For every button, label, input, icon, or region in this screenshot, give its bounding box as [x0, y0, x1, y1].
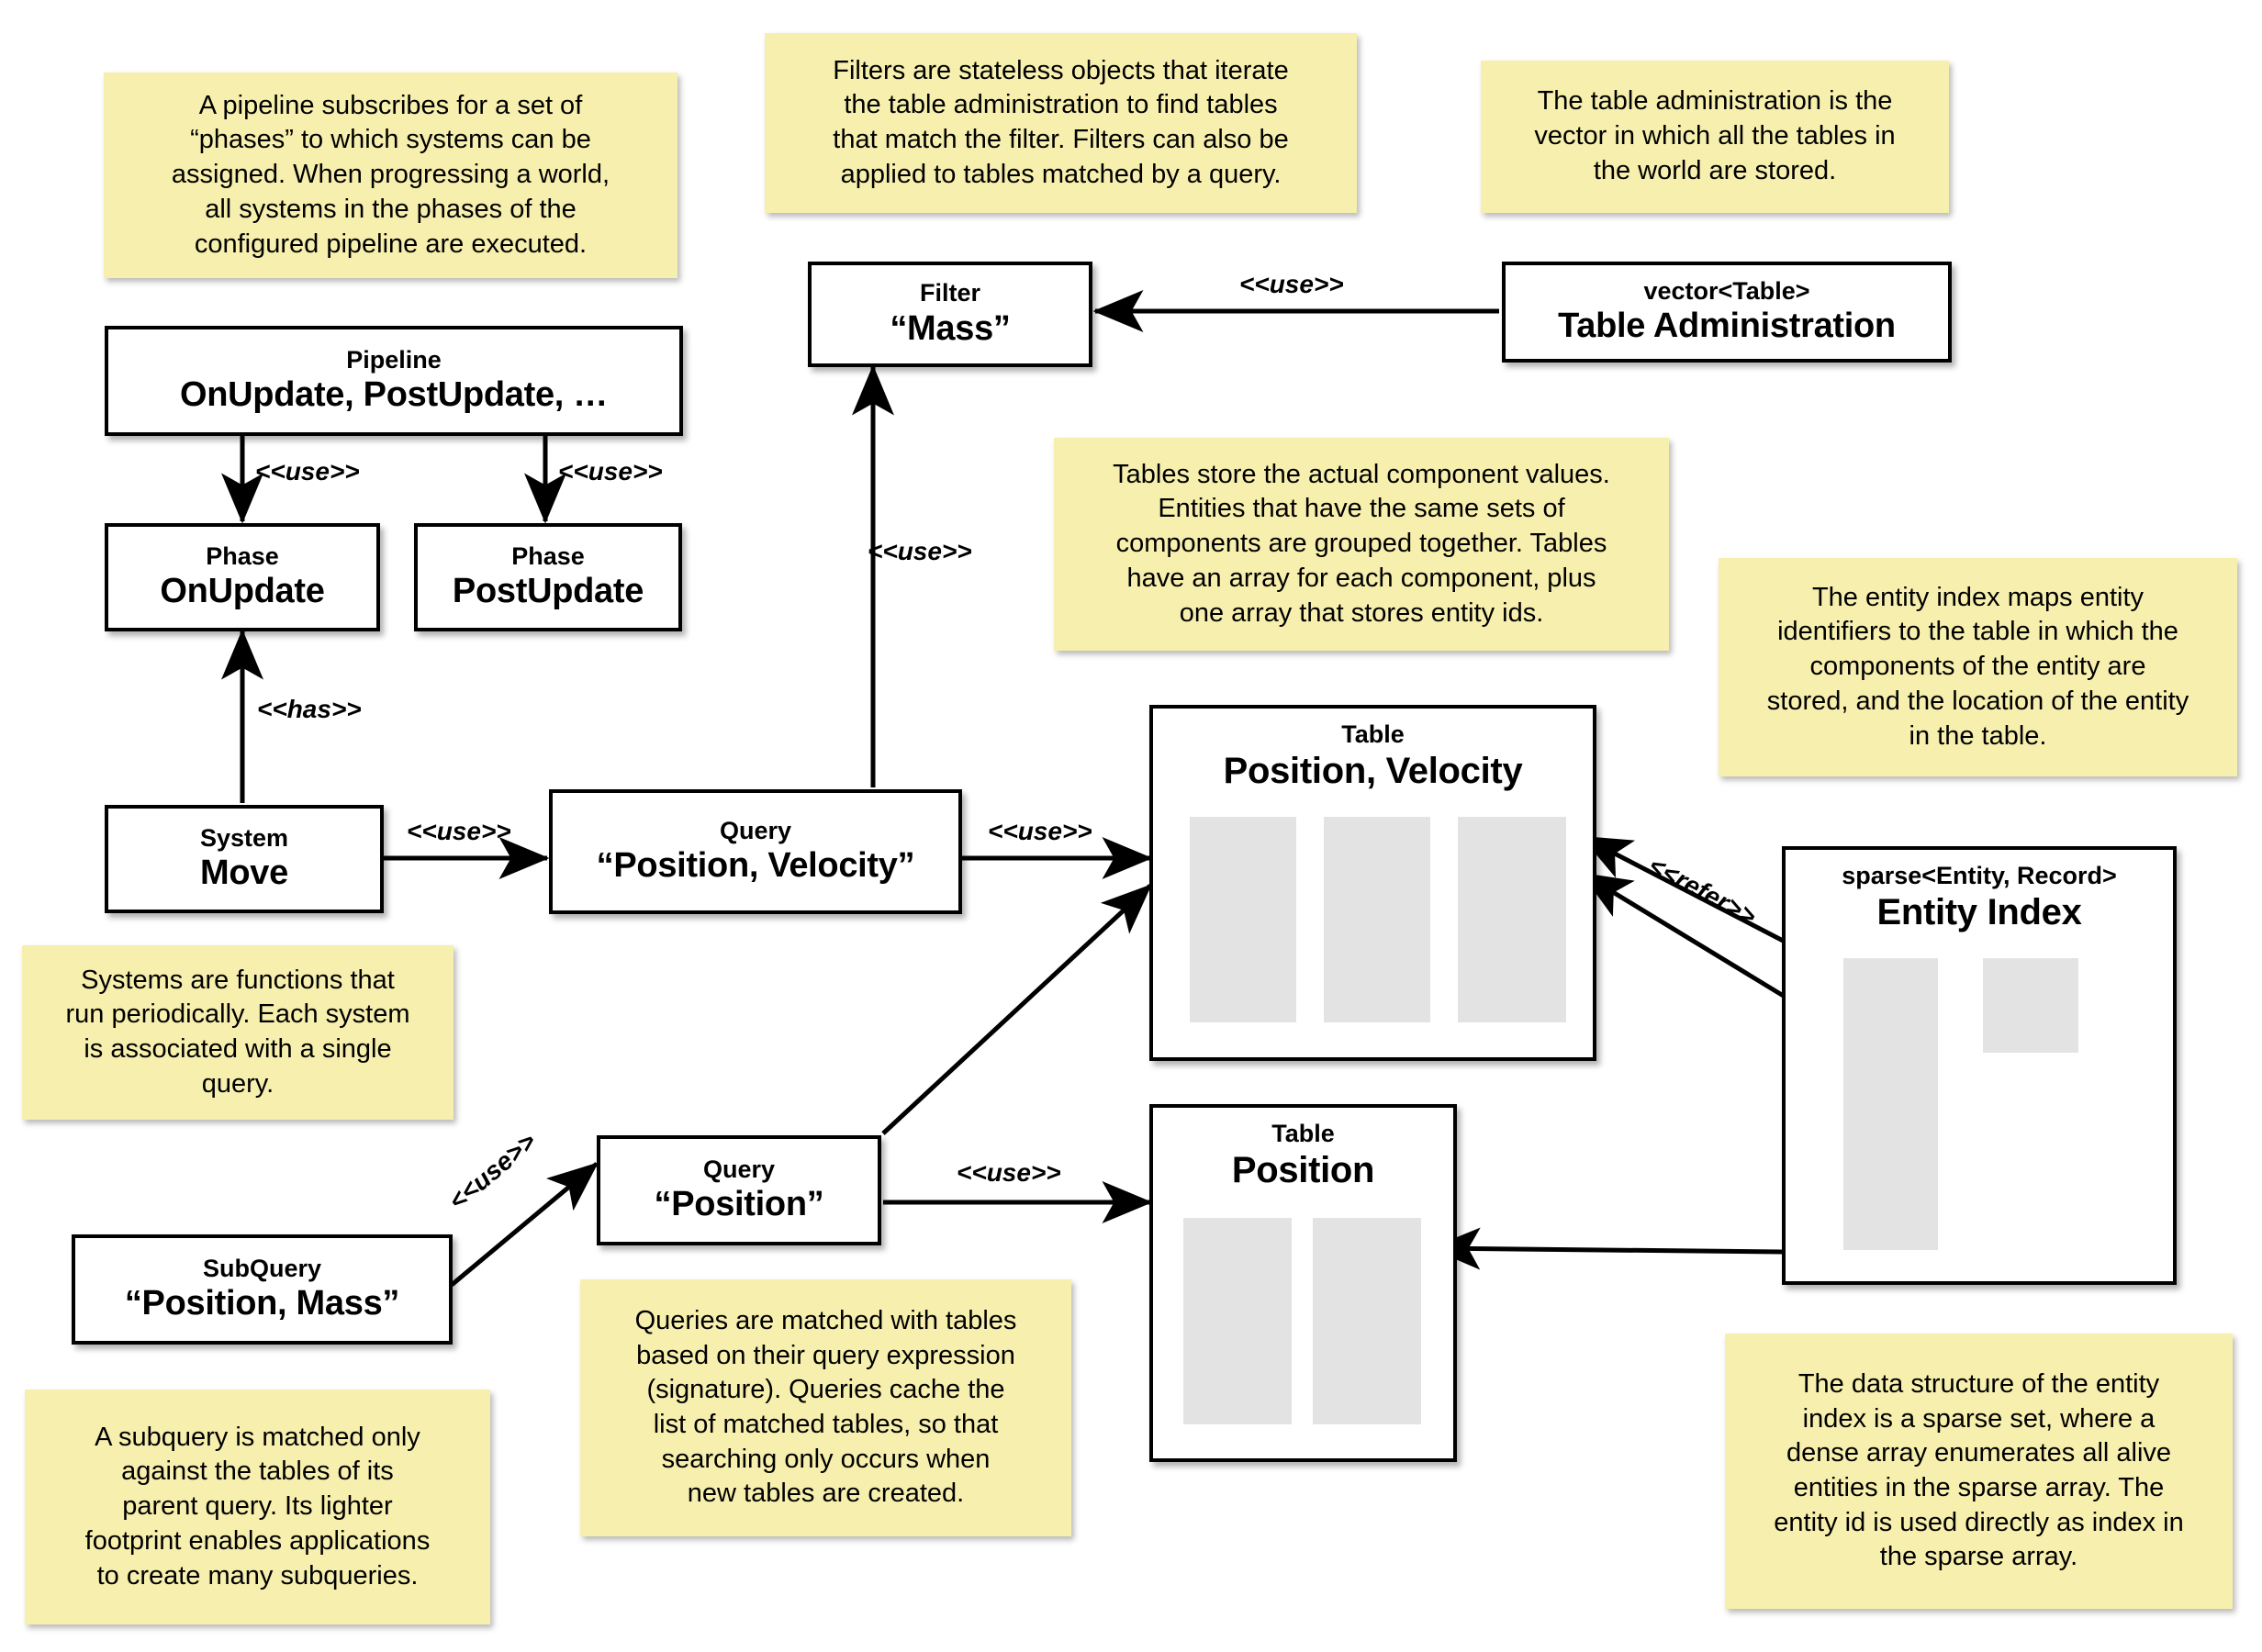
- note-tables: Tables store the actual component values…: [1054, 438, 1669, 651]
- node-table-position[interactable]: Table Position: [1149, 1104, 1457, 1462]
- note-table-administration: The table administration is the vector i…: [1481, 61, 1949, 213]
- node-phase-postupdate[interactable]: Phase PostUpdate: [414, 523, 682, 631]
- node-table-administration-name: Table Administration: [1558, 307, 1896, 346]
- node-phase-postupdate-name: PostUpdate: [452, 572, 644, 611]
- entity-index-sparse-array: [1843, 958, 1938, 1250]
- node-phase-postupdate-stereotype: Phase: [511, 541, 585, 570]
- node-system-move-name: Move: [200, 854, 288, 893]
- edge-label-query-table-pv: <<use>>: [988, 817, 1092, 845]
- node-subquery-position-mass-stereotype: SubQuery: [202, 1254, 322, 1282]
- node-table-position-velocity-stereotype: Table: [1341, 720, 1405, 748]
- edge-label-pipeline-postupdate: <<use>>: [558, 457, 663, 486]
- node-query-position[interactable]: Query “Position”: [597, 1135, 881, 1245]
- node-system-move[interactable]: System Move: [105, 805, 384, 913]
- node-entity-index-name: Entity Index: [1876, 891, 2082, 932]
- table-column: [1313, 1218, 1421, 1424]
- node-phase-onupdate-name: OnUpdate: [160, 572, 325, 611]
- table-column: [1324, 817, 1430, 1022]
- note-systems: Systems are functions that run periodica…: [22, 945, 454, 1120]
- entity-index-dense-array: [1983, 958, 2078, 1053]
- note-subquery: A subquery is matched only against the t…: [25, 1390, 490, 1624]
- node-table-administration-stereotype: vector<Table>: [1643, 276, 1810, 305]
- node-subquery-position-mass[interactable]: SubQuery “Position, Mass”: [72, 1234, 453, 1345]
- node-entity-index[interactable]: sparse<Entity, Record> Entity Index: [1782, 846, 2177, 1285]
- table-column: [1458, 817, 1566, 1022]
- node-entity-index-stereotype: sparse<Entity, Record>: [1842, 862, 2117, 889]
- node-pipeline-stereotype: Pipeline: [346, 345, 442, 374]
- table-column: [1190, 817, 1296, 1022]
- node-phase-onupdate[interactable]: Phase OnUpdate: [105, 523, 380, 631]
- node-query-position-stereotype: Query: [702, 1155, 776, 1183]
- edge-label-queryposition-table-p: <<use>>: [957, 1158, 1061, 1187]
- table-column: [1183, 1218, 1292, 1424]
- note-queries: Queries are matched with tables based on…: [580, 1279, 1071, 1536]
- note-entity-index: The entity index maps entity identifiers…: [1719, 558, 2237, 776]
- note-sparse-set: The data structure of the entity index i…: [1725, 1334, 2233, 1609]
- node-system-move-stereotype: System: [199, 823, 289, 852]
- node-table-position-name: Position: [1231, 1149, 1375, 1190]
- table-position-velocity-columns: [1190, 817, 1566, 1022]
- node-table-position-velocity[interactable]: Table Position, Velocity: [1149, 705, 1596, 1061]
- table-position-columns: [1183, 1218, 1421, 1424]
- note-pipeline: A pipeline subscribes for a set of “phas…: [104, 73, 677, 278]
- node-table-position-stereotype: Table: [1271, 1120, 1335, 1147]
- node-pipeline-name: OnUpdate, PostUpdate, …: [179, 375, 609, 415]
- node-query-position-velocity-name: “Position, Velocity”: [596, 846, 915, 886]
- edge-label-tableadmin-filter: <<use>>: [1239, 270, 1344, 298]
- node-filter-mass-name: “Mass”: [890, 308, 1011, 348]
- node-filter-mass-stereotype: Filter: [919, 279, 980, 307]
- node-table-administration[interactable]: vector<Table> Table Administration: [1502, 262, 1952, 363]
- edge-label-entityindex-refer: <<refer>>: [1643, 850, 1762, 932]
- edge-label-system-onupdate: <<has>>: [257, 695, 362, 723]
- edge-label-query-filter: <<use>>: [868, 537, 972, 565]
- edge-label-system-query: <<use>>: [407, 817, 511, 845]
- node-phase-onupdate-stereotype: Phase: [206, 541, 279, 570]
- node-filter-mass[interactable]: Filter “Mass”: [808, 262, 1092, 367]
- edge-label-subquery-queryposition: <<use>>: [442, 1126, 542, 1216]
- node-query-position-velocity-stereotype: Query: [719, 816, 792, 844]
- edge-label-pipeline-onupdate: <<use>>: [255, 457, 360, 486]
- node-subquery-position-mass-name: “Position, Mass”: [124, 1284, 400, 1323]
- node-query-position-name: “Position”: [654, 1185, 824, 1224]
- node-table-position-velocity-name: Position, Velocity: [1223, 750, 1523, 791]
- node-pipeline[interactable]: Pipeline OnUpdate, PostUpdate, …: [105, 326, 683, 436]
- node-query-position-velocity[interactable]: Query “Position, Velocity”: [549, 789, 962, 914]
- connector-queryposition-table-pv: [881, 884, 1152, 1135]
- note-filter: Filters are stateless objects that itera…: [765, 33, 1357, 213]
